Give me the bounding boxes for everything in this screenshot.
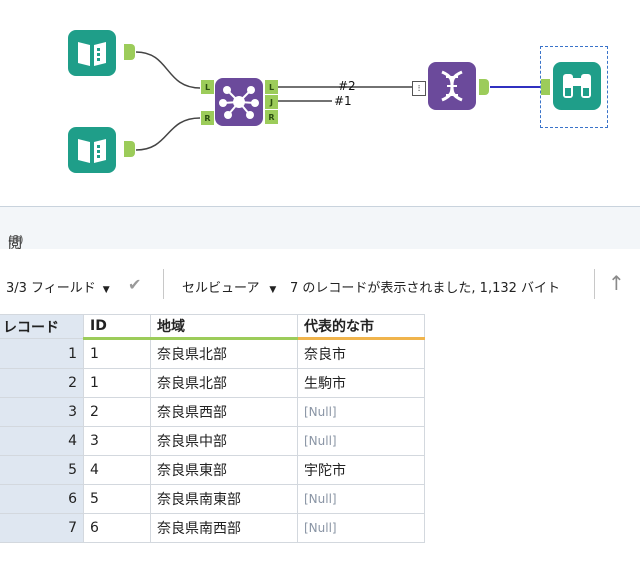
table-row[interactable]: 6 5 奈良県南東部 [Null] — [0, 484, 425, 514]
results-panel-header: 閲覧 (8) - 入力 — [0, 206, 640, 288]
checkmark-icon[interactable]: ✔ — [128, 275, 142, 294]
join-join-output-anchor[interactable]: J — [265, 95, 278, 109]
formula-output-anchor[interactable] — [479, 79, 489, 95]
id-cell[interactable]: 3 — [83, 426, 151, 456]
fields-dropdown-label: 3/3 フィールド — [6, 281, 96, 296]
wire-label-1: #1 — [334, 94, 352, 108]
region-cell[interactable]: 奈良県南東部 — [150, 484, 298, 514]
book-icon — [78, 42, 106, 66]
region-cell[interactable]: 奈良県西部 — [150, 397, 298, 427]
record-number-cell: 2 — [0, 368, 84, 398]
record-number-cell: 1 — [0, 338, 84, 369]
chevron-down-icon: ▼ — [99, 285, 110, 295]
arrow-up-icon[interactable]: ↑ — [608, 271, 625, 295]
panel-tool-count: (8) — [8, 233, 24, 246]
binoculars-icon — [563, 74, 591, 98]
results-toolbar: 3/3 フィールド ▼ ✔ セルビューア ▼ 7 のレコードが表示されました, … — [0, 249, 640, 311]
join-left-input-anchor[interactable]: L — [201, 80, 214, 94]
city-cell[interactable]: [Null] — [297, 484, 425, 514]
workflow-connections — [135, 51, 540, 151]
record-number-cell: 6 — [0, 484, 84, 514]
region-cell[interactable]: 奈良県南西部 — [150, 513, 298, 543]
browse-tool[interactable] — [553, 62, 601, 110]
id-cell[interactable]: 6 — [83, 513, 151, 543]
column-header-region[interactable]: 地域 — [150, 314, 298, 340]
id-cell[interactable]: 5 — [83, 484, 151, 514]
column-header-record[interactable]: レコード — [0, 314, 84, 339]
record-number-cell: 5 — [0, 455, 84, 485]
record-status: 7 のレコードが表示されました, 1,132 バイト — [290, 281, 561, 296]
table-row[interactable]: 7 6 奈良県南西部 [Null] — [0, 513, 425, 543]
input-data-tool-2[interactable] — [68, 127, 116, 173]
city-cell[interactable]: [Null] — [297, 513, 425, 543]
city-cell[interactable]: 生駒市 — [297, 368, 425, 398]
column-header-city[interactable]: 代表的な市 — [297, 314, 425, 340]
region-cell[interactable]: 奈良県北部 — [150, 338, 298, 369]
city-cell[interactable]: 奈良市 — [297, 338, 425, 369]
input-data-tool-1[interactable] — [68, 30, 116, 76]
toolbar-divider — [594, 269, 595, 299]
city-cell[interactable]: 宇陀市 — [297, 455, 425, 485]
id-cell[interactable]: 4 — [83, 455, 151, 485]
record-number-cell: 7 — [0, 513, 84, 543]
toolbar-divider — [163, 269, 164, 299]
join-tool[interactable] — [215, 78, 263, 126]
join-left-output-anchor[interactable]: L — [265, 80, 278, 94]
table-row[interactable]: 3 2 奈良県西部 [Null] — [0, 397, 425, 427]
id-cell[interactable]: 1 — [83, 338, 151, 369]
join-right-input-anchor[interactable]: R — [201, 111, 214, 125]
fields-dropdown[interactable]: 3/3 フィールド ▼ — [6, 277, 110, 296]
region-cell[interactable]: 奈良県東部 — [150, 455, 298, 485]
table-header-row: レコード ID 地域 代表的な市 — [0, 314, 425, 340]
column-header-id[interactable]: ID — [83, 314, 151, 340]
browse-input-anchor[interactable] — [541, 79, 550, 95]
formula-input-anchor[interactable]: ⫶ — [412, 81, 426, 96]
cell-viewer-dropdown[interactable]: セルビューア ▼ — [182, 277, 276, 296]
region-cell[interactable]: 奈良県中部 — [150, 426, 298, 456]
table-row[interactable]: 1 1 奈良県北部 奈良市 — [0, 338, 425, 369]
chevron-down-icon: ▼ — [263, 285, 277, 295]
browse-tool-selection — [540, 46, 608, 128]
table-row[interactable]: 5 4 奈良県東部 宇陀市 — [0, 455, 425, 485]
formula-tool[interactable] — [428, 62, 476, 110]
record-number-cell: 4 — [0, 426, 84, 456]
input-1-output-anchor[interactable] — [124, 44, 135, 60]
join-network-icon — [219, 86, 259, 119]
city-cell[interactable]: [Null] — [297, 397, 425, 427]
results-table: レコード ID 地域 代表的な市 1 1 奈良県北部 奈良市 2 1 奈良県北部… — [0, 314, 425, 543]
record-number-cell: 3 — [0, 397, 84, 427]
city-cell[interactable]: [Null] — [297, 426, 425, 456]
dna-icon — [441, 70, 463, 102]
join-right-output-anchor[interactable]: R — [265, 110, 278, 124]
workflow-canvas[interactable]: L R L J R #2 #1 ⫶ — [0, 0, 640, 205]
table-row[interactable]: 2 1 奈良県北部 生駒市 — [0, 368, 425, 398]
book-icon — [78, 139, 106, 163]
wire-label-2: #2 — [338, 79, 356, 93]
id-cell[interactable]: 1 — [83, 368, 151, 398]
table-row[interactable]: 4 3 奈良県中部 [Null] — [0, 426, 425, 456]
region-cell[interactable]: 奈良県北部 — [150, 368, 298, 398]
id-cell[interactable]: 2 — [83, 397, 151, 427]
cell-viewer-label: セルビューア — [182, 281, 260, 296]
input-2-output-anchor[interactable] — [124, 141, 135, 157]
